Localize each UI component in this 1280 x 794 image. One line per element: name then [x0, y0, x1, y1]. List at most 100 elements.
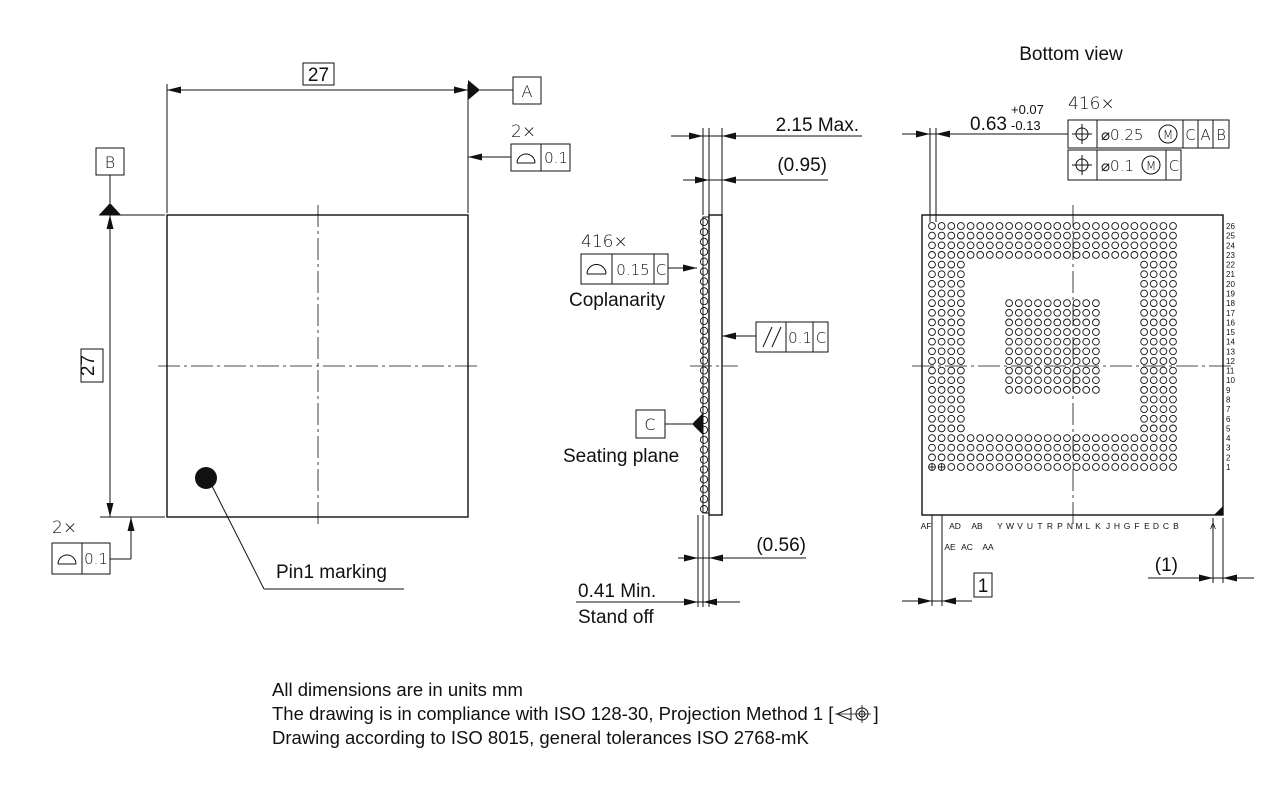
solder-ball: [957, 337, 965, 346]
solder-ball: [1063, 222, 1071, 230]
datum-a-triangle: [468, 80, 480, 100]
solder-ball: [937, 337, 946, 346]
solder-ball: [1092, 251, 1100, 259]
solder-ball: [928, 241, 936, 250]
corner-chamfer-mark: [1214, 506, 1223, 515]
column-label: AA: [982, 542, 994, 552]
solder-ball: [1149, 443, 1158, 452]
solder-ball: [947, 222, 956, 230]
position-icon: [1072, 155, 1092, 175]
solder-ball: [1101, 443, 1110, 452]
solder-ball: [1130, 222, 1139, 230]
solder-ball: [1005, 308, 1013, 317]
solder-ball: [928, 424, 936, 433]
solder-ball: [1169, 328, 1177, 336]
row-label: 9: [1226, 386, 1231, 395]
solder-ball: [1140, 376, 1148, 385]
pin1-leader: [210, 483, 265, 590]
solder-ball: [957, 395, 965, 404]
solder-ball: [1005, 366, 1013, 375]
solder-ball: [1169, 357, 1177, 365]
coplanarity-count: 416×: [581, 232, 628, 252]
solder-ball-side: [699, 435, 709, 444]
solder-ball: [1082, 337, 1091, 346]
solder-ball: [947, 251, 956, 259]
note-projection: The drawing is in compliance with ISO 12…: [272, 702, 879, 726]
solder-ball: [1159, 279, 1168, 288]
solder-ball: [995, 463, 1004, 471]
datum-c-label: C: [644, 415, 655, 434]
solder-ball: [1149, 270, 1158, 279]
solder-ball: [957, 289, 965, 298]
solder-ball: [1140, 347, 1148, 356]
solder-ball: [1140, 366, 1148, 375]
solder-ball: [1149, 424, 1158, 433]
solder-ball: [1034, 337, 1042, 346]
solder-ball: [995, 434, 1004, 442]
solder-ball-side: [699, 247, 709, 256]
solder-ball: [1092, 376, 1100, 385]
ball-grid: [928, 222, 1177, 471]
solder-ball: [1053, 443, 1062, 452]
solder-ball: [1063, 386, 1071, 394]
column-label: K: [1095, 521, 1101, 531]
solder-ball: [957, 443, 965, 452]
solder-ball: [1053, 231, 1062, 240]
position-datum-b: B: [1216, 126, 1226, 144]
solder-ball: [1111, 222, 1120, 230]
solder-ball: [937, 279, 946, 288]
pin1-dot: [195, 467, 217, 489]
solder-ball: [1082, 231, 1091, 240]
solder-ball: [1130, 463, 1139, 471]
solder-ball: [966, 453, 975, 462]
solder-ball: [1034, 386, 1042, 394]
solder-ball: [937, 424, 946, 433]
arrowhead: [106, 503, 114, 517]
solder-ball: [1014, 386, 1023, 394]
solder-ball: [966, 231, 975, 240]
solder-ball: [1043, 251, 1052, 259]
parallelism-value: 0.1: [788, 329, 812, 347]
solder-ball: [1043, 366, 1052, 375]
column-label: R: [1047, 521, 1053, 531]
solder-ball: [1169, 453, 1177, 462]
solder-ball: [1120, 463, 1129, 471]
solder-ball: [976, 443, 985, 452]
solder-ball: [995, 453, 1004, 462]
row-label: 15: [1226, 328, 1235, 337]
solder-ball: [1005, 318, 1013, 327]
solder-ball: [1082, 453, 1091, 462]
column-label: L: [1086, 521, 1091, 531]
solder-ball: [1034, 376, 1042, 385]
solder-ball: [1120, 443, 1129, 452]
solder-ball: [1024, 453, 1033, 462]
solder-ball: [928, 231, 936, 240]
solder-ball: [1063, 443, 1071, 452]
position-frame-2: [1067, 149, 1182, 181]
solder-ball: [1169, 318, 1177, 327]
standoff-label: Stand off: [578, 607, 654, 628]
solder-ball: [1043, 318, 1052, 327]
solder-ball: [1034, 222, 1042, 230]
flatness-value-top: 0.1: [544, 149, 568, 167]
column-label: M: [1075, 521, 1082, 531]
solder-ball: [1140, 308, 1148, 317]
solder-ball: [1159, 434, 1168, 442]
solder-ball: [1082, 241, 1091, 250]
solder-ball: [1169, 241, 1177, 250]
ball-dia-value: 0.63: [970, 114, 1007, 135]
solder-ball-side: [699, 376, 709, 385]
solder-ball: [1024, 376, 1033, 385]
solder-ball: [1053, 386, 1062, 394]
solder-ball: [957, 251, 965, 259]
solder-ball: [957, 299, 965, 307]
solder-ball: [1034, 453, 1042, 462]
solder-ball: [1159, 270, 1168, 279]
solder-ball: [928, 366, 936, 375]
ball-dia-tol-minus: -0.13: [1011, 118, 1041, 133]
column-label: N: [1067, 521, 1073, 531]
solder-ball: [1043, 443, 1052, 452]
solder-ball: [1140, 337, 1148, 346]
top-view: Pin1 marking 27 A 2× 0.1 B 27: [51, 62, 571, 590]
solder-ball: [1149, 260, 1158, 269]
